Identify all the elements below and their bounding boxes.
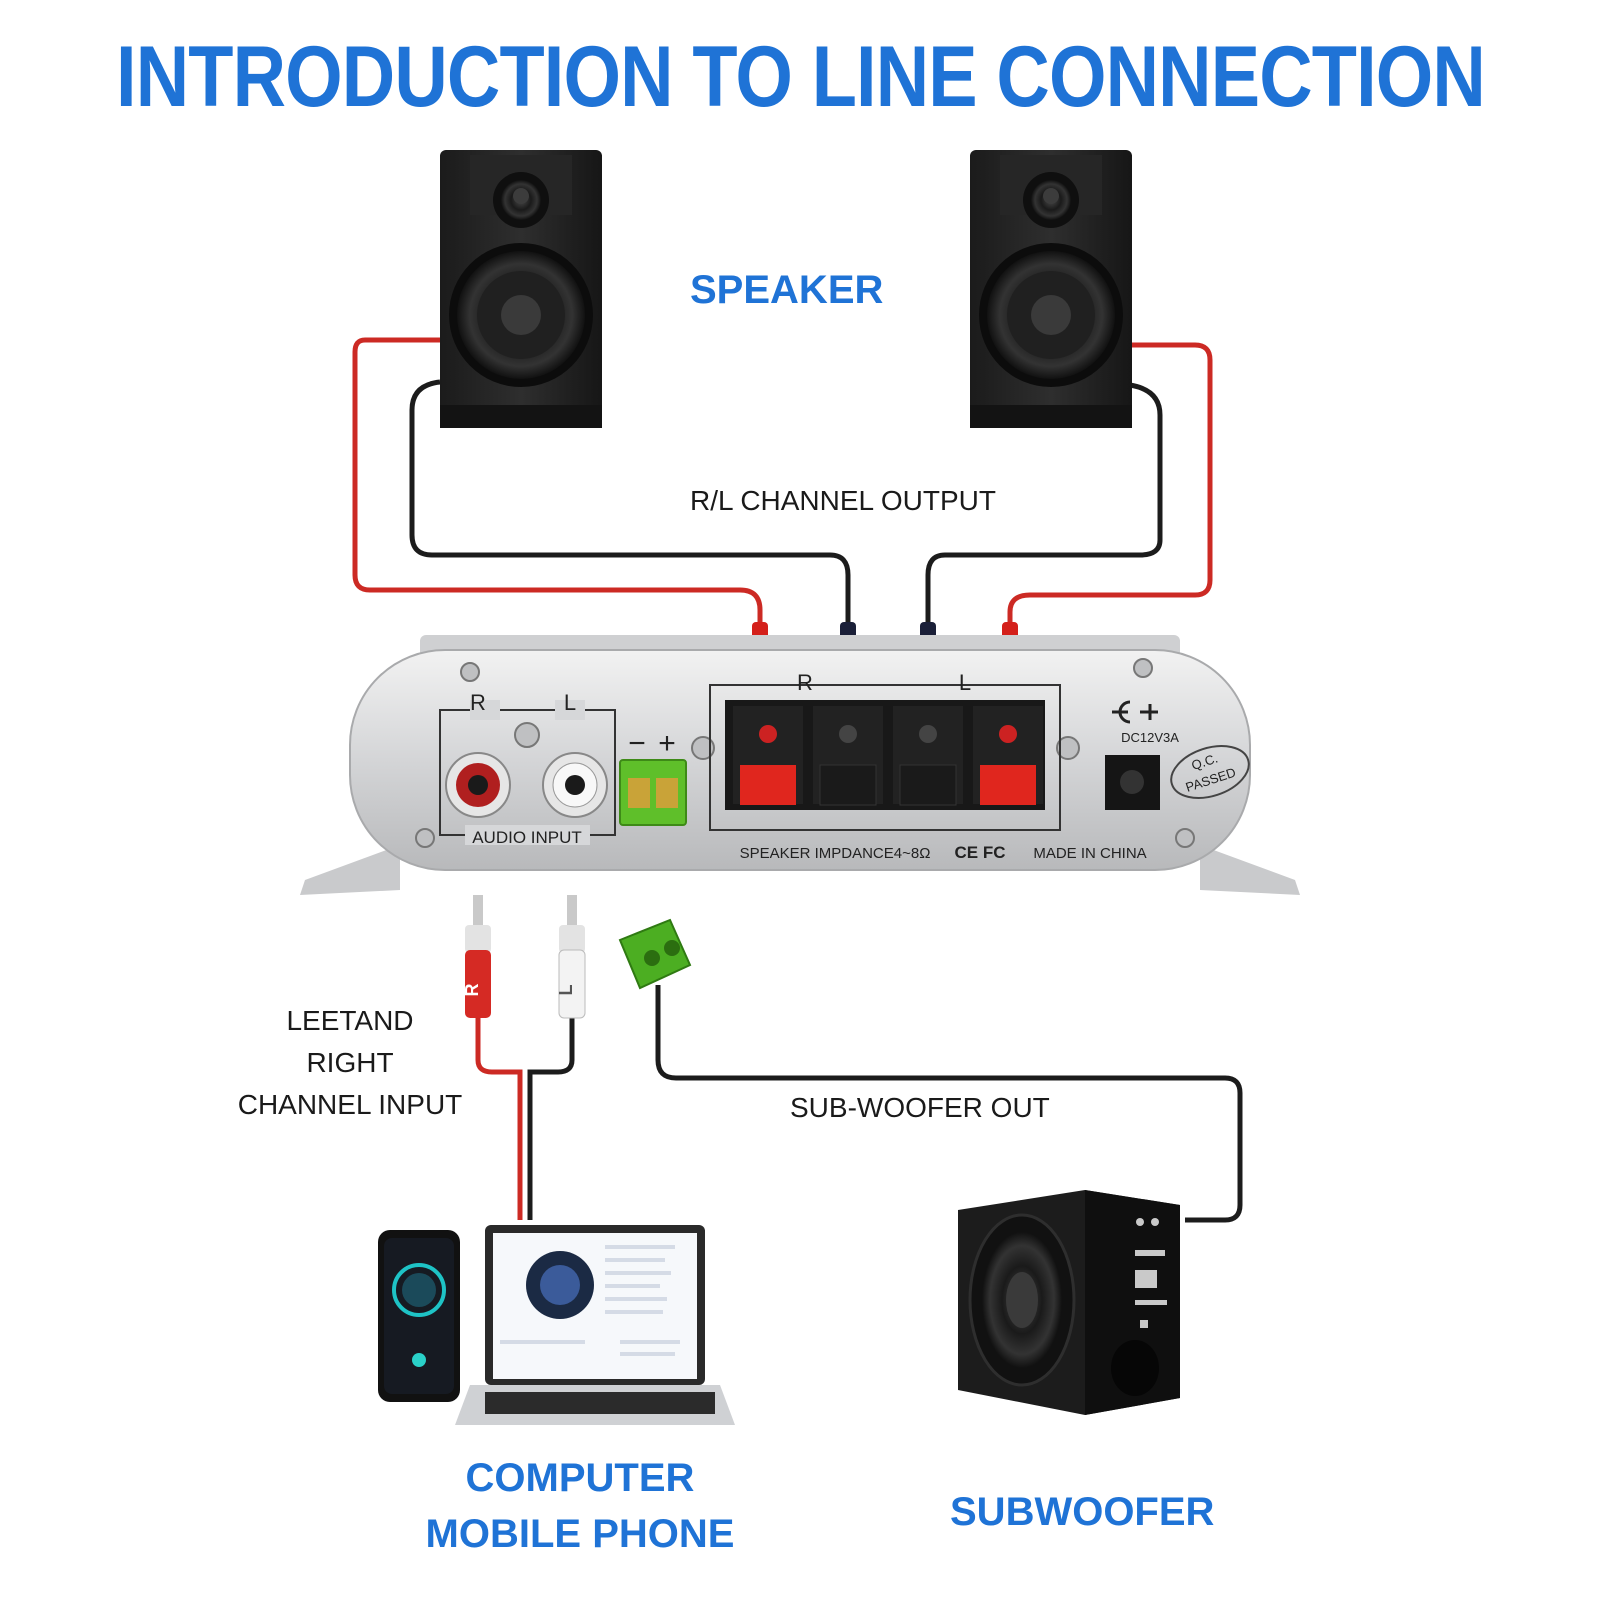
right-speaker-black-wire — [925, 382, 1163, 625]
green-terminal-plug — [618, 918, 692, 990]
dc-rating-label: DC12V3A — [1121, 730, 1179, 745]
plug-l-label: L — [556, 985, 576, 996]
speaker-terminal-r-plus — [733, 706, 803, 805]
right-speaker — [970, 150, 1132, 428]
left-speaker — [440, 150, 602, 428]
mobile-phone — [378, 1230, 460, 1402]
rca-plug-red — [465, 895, 491, 1018]
rca-jack-r — [445, 752, 511, 818]
subwoofer-label: SUBWOOFER — [950, 1490, 1215, 1534]
right-speaker-red-wire — [1007, 342, 1213, 625]
page-title: INTRODUCTION TO LINE CONNECTION — [116, 29, 1486, 125]
speaker-label: SPEAKER — [690, 268, 884, 312]
dc-power-jack — [1105, 700, 1160, 810]
laptop — [455, 1225, 735, 1425]
subwoofer-out-cable — [655, 985, 1243, 1223]
output-r-label: R — [797, 670, 813, 695]
input-r-label: R — [470, 690, 486, 715]
speaker-terminal-l-plus — [973, 706, 1043, 805]
qc-passed-stamp — [1170, 745, 1250, 799]
channel-input-line-3: CHANNEL INPUT — [237, 1089, 463, 1120]
sub-woofer-out-label: SUB-WOOFER OUT — [790, 1092, 1050, 1123]
speaker-terminal-l-minus — [893, 706, 963, 806]
left-speaker-black-wire — [409, 379, 851, 625]
computer-label: COMPUTER — [465, 1456, 695, 1500]
channel-input-line-2: RIGHT — [306, 1047, 394, 1078]
channel-input-label: LEETAND RIGHT CHANNEL INPUT — [210, 1000, 490, 1126]
terminal-minus-label: − — [628, 727, 646, 760]
rca-input-cable — [475, 1015, 575, 1220]
made-in-label: MADE IN CHINA — [1033, 845, 1146, 862]
audio-input-label: AUDIO INPUT — [472, 828, 582, 847]
ce-fc-mark: CE FC — [955, 843, 1006, 862]
rca-plug-white — [558, 895, 586, 1019]
left-speaker-red-wire — [352, 337, 763, 625]
rca-jack-l — [542, 752, 608, 818]
terminal-plus-label: + — [658, 727, 676, 760]
sub-out-terminal — [619, 759, 687, 826]
plug-r-label: R — [462, 984, 482, 997]
subwoofer-unit — [958, 1190, 1180, 1415]
speaker-terminal-r-minus — [813, 706, 883, 806]
rl-channel-output-label: R/L CHANNEL OUTPUT — [690, 485, 996, 516]
output-l-label: L — [959, 670, 971, 695]
mobile-phone-label: MOBILE PHONE — [425, 1512, 735, 1556]
impedance-label: SPEAKER IMPDANCE4~8Ω — [740, 845, 931, 862]
input-l-label: L — [564, 690, 576, 715]
amplifier — [300, 635, 1300, 895]
channel-input-line-1: LEETAND — [286, 1005, 414, 1036]
computer-mobile-label: COMPUTER MOBILE PHONE — [380, 1450, 780, 1562]
